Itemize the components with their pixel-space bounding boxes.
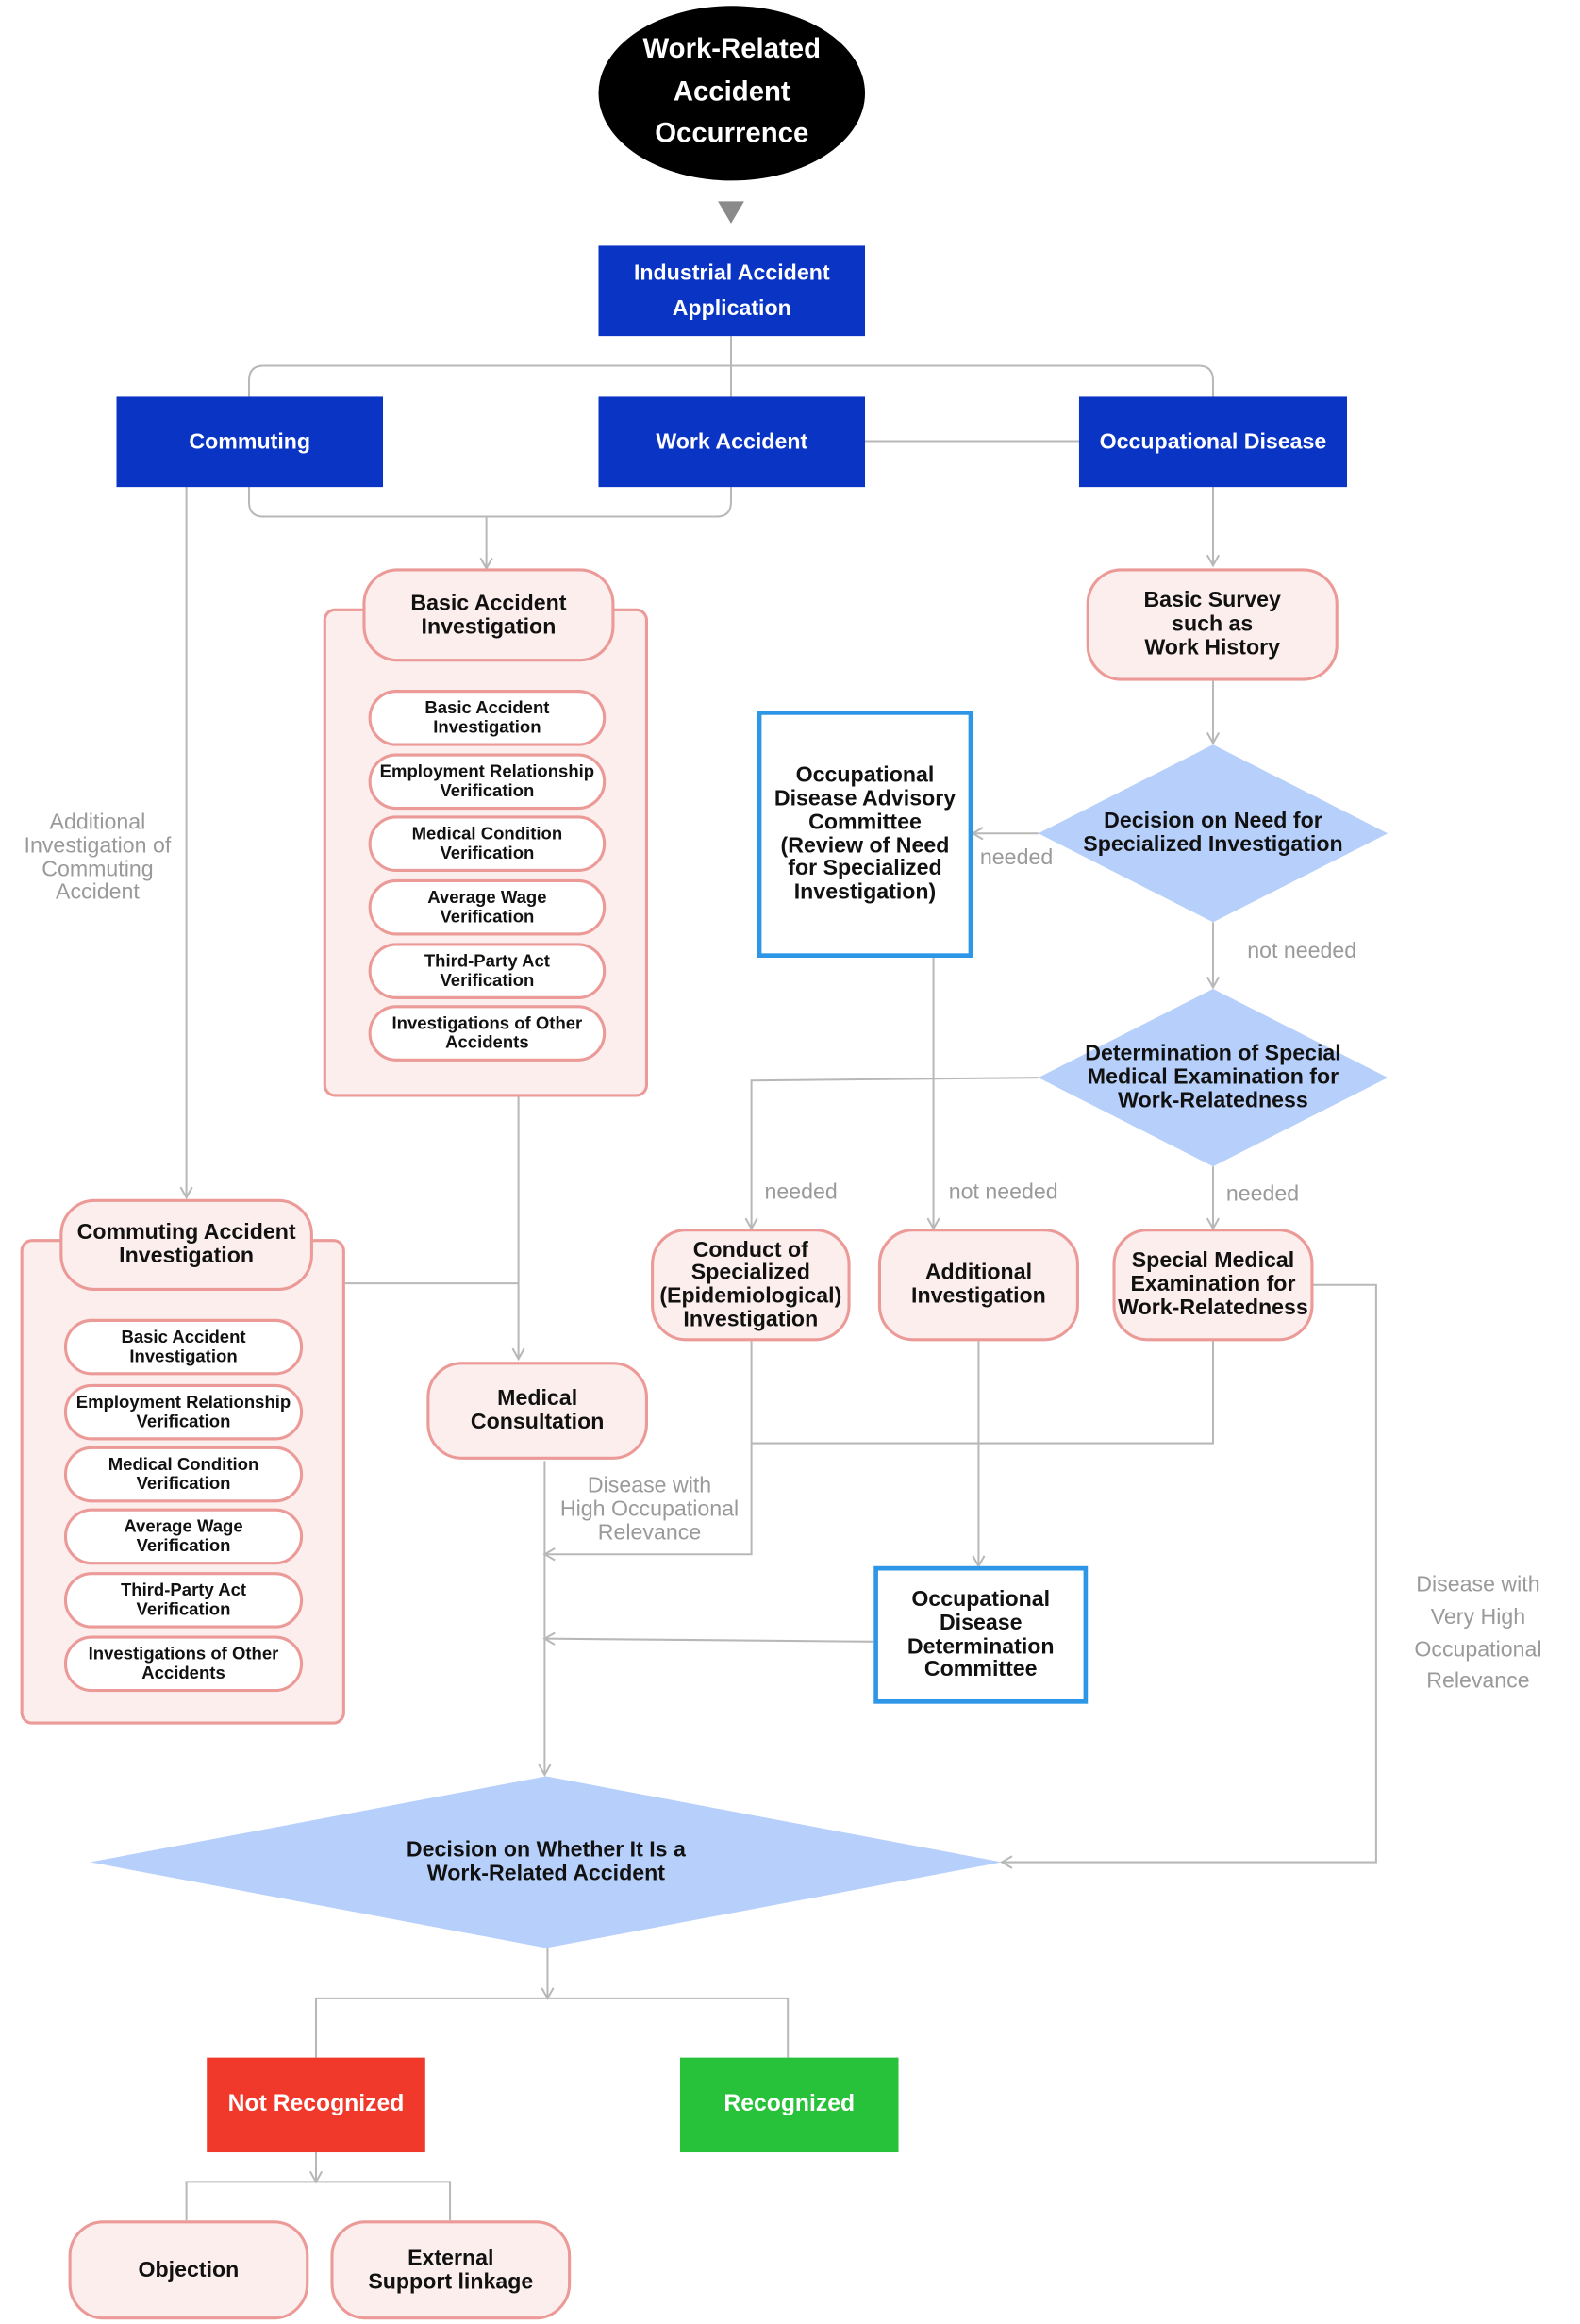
basic-sub-item: Investigations of Other Accidents xyxy=(368,1005,607,1062)
label-needed-advisory: needed xyxy=(979,844,1054,871)
label-not-needed-additional: not needed xyxy=(948,1179,1058,1206)
commuting-sub-item: Investigations of Other Accidents xyxy=(63,1635,304,1693)
edge-very-high-relevance xyxy=(1000,1283,1377,1869)
commuting-sub-item: Basic Accident Investigation xyxy=(63,1318,304,1376)
basic-sub-item: Average Wage Verification xyxy=(368,878,607,936)
recognized-node: Recognized xyxy=(679,2057,899,2153)
edge-conduct-special-merge xyxy=(750,1341,1214,1445)
determination-special-diamond xyxy=(1038,988,1389,1167)
application-node: Industrial Accident Application xyxy=(598,245,866,337)
determination-committee-node: Occupational Disease Determination Commi… xyxy=(873,1565,1089,1704)
conduct-specialized-node: Conduct of Specialized (Epidemiological)… xyxy=(651,1229,851,1342)
label-high-relevance: Disease with High Occupational Relevance xyxy=(559,1472,740,1546)
edge-merge-bar xyxy=(247,487,732,518)
start-arrow-head xyxy=(718,201,744,224)
edge-branch-bar xyxy=(263,364,1214,397)
decision-final-text: Decision on Whether It Is a Work-Related… xyxy=(406,1837,686,1886)
label-not-needed-decision: not needed xyxy=(1247,938,1357,964)
label-very-high-relevance: Disease with Very High Occupational Rele… xyxy=(1414,1572,1542,1695)
edge-result-bar xyxy=(315,1997,790,2058)
edge-branch-left xyxy=(247,364,264,397)
commuting-sub-item: Medical Condition Verification xyxy=(63,1446,304,1503)
special-medical-node: Special Medical Examination for Work-Rel… xyxy=(1112,1229,1314,1342)
edge-determination-to-conduct xyxy=(744,1077,1039,1231)
commuting-node: Commuting xyxy=(116,396,384,488)
basic-accident-investigation-node: Basic Accident Investigation xyxy=(362,568,615,662)
label-needed-conduct: needed xyxy=(764,1179,838,1206)
basic-sub-item: Medical Condition Verification xyxy=(368,815,607,873)
determination-special-text: Determination of Special Medical Examina… xyxy=(1085,1041,1341,1113)
not-recognized-node: Not Recognized xyxy=(207,2057,425,2153)
basic-survey-node: Basic Survey such as Work History xyxy=(1086,568,1339,681)
basic-sub-item: Employment Relationship Verification xyxy=(368,753,607,811)
decision-specialized-diamond xyxy=(1038,744,1389,923)
objection-node: Objection xyxy=(68,2220,309,2320)
edge-high-relevance xyxy=(542,1443,753,1562)
decision-specialized-text: Decision on Need for Specialized Investi… xyxy=(1083,808,1343,858)
external-support-node: External Support linkage xyxy=(330,2220,572,2320)
decision-final-diamond xyxy=(90,1776,1003,1948)
start-node: Work-Related Accident Occurrence xyxy=(598,6,866,181)
medical-consultation-node: Medical Consultation xyxy=(426,1362,648,1460)
commuting-accident-investigation-node: Commuting Accident Investigation xyxy=(59,1198,313,1291)
commuting-sub-item: Employment Relationship Verification xyxy=(63,1383,304,1441)
edge-outcome-bar xyxy=(185,2181,452,2221)
basic-sub-item: Third-Party Act Verification xyxy=(368,943,607,999)
additional-investigation-node: Additional Investigation xyxy=(877,1229,1079,1342)
label-additional-commuting: Additional Investigation of Commuting Ac… xyxy=(24,810,172,905)
advisory-committee-node: Occupational Disease Advisory Committee … xyxy=(757,711,973,959)
label-needed-special: needed xyxy=(1225,1180,1300,1207)
basic-sub-item: Basic Accident Investigation xyxy=(368,690,607,746)
edge-committee-to-main xyxy=(542,1631,874,1646)
commuting-sub-item: Third-Party Act Verification xyxy=(63,1572,304,1629)
occupational-disease-node: Occupational Disease xyxy=(1078,396,1348,488)
work-accident-node: Work Accident xyxy=(598,396,866,488)
commuting-sub-item: Average Wage Verification xyxy=(63,1508,304,1565)
